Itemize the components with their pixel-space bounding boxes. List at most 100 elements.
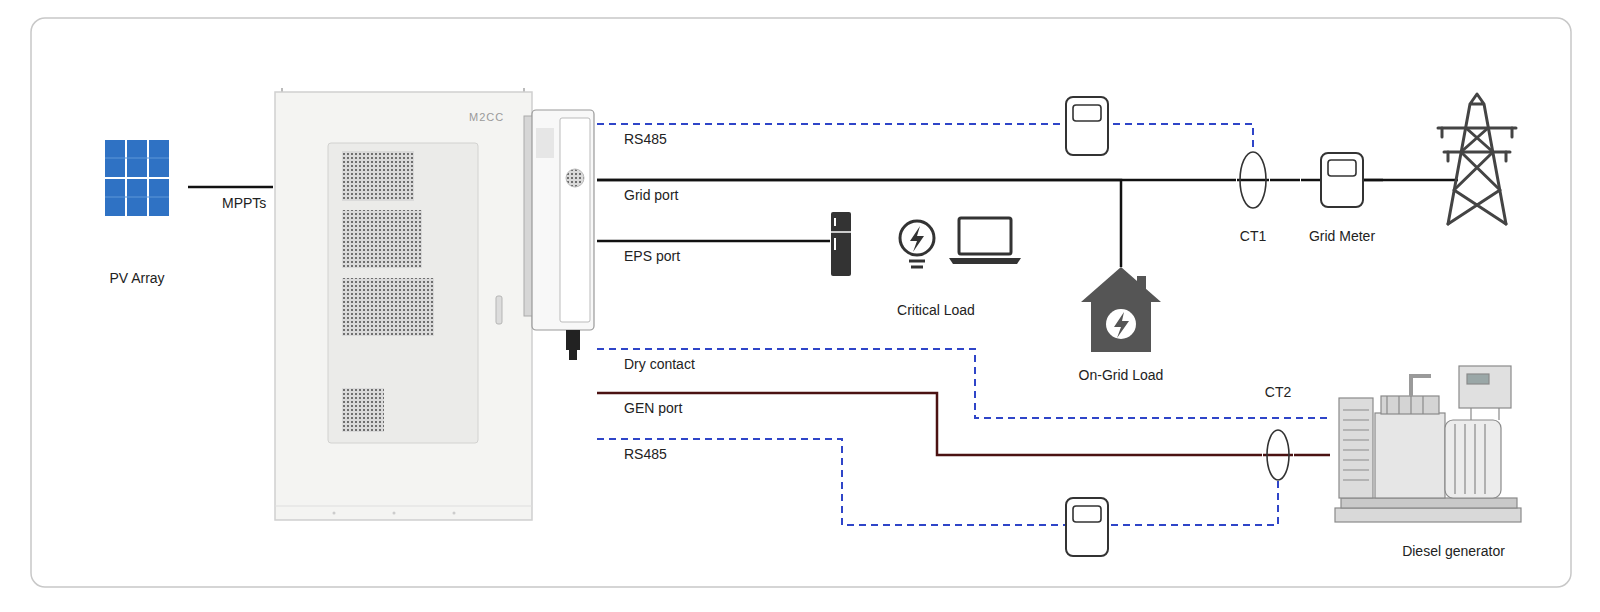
critical-load-icon [910, 226, 924, 252]
energy-storage-cabinet-icon [333, 512, 336, 515]
critical-load-icon [834, 238, 836, 250]
energy-meter [1066, 498, 1108, 556]
diesel-generator-icon [1459, 366, 1511, 408]
on-grid-load-icon [1106, 309, 1136, 339]
diesel-generator-icon [1381, 396, 1439, 414]
energy-storage-cabinet-icon [342, 388, 384, 432]
energy-storage-cabinet-icon [342, 151, 414, 201]
node-label: PV Array [86, 270, 188, 287]
node-label: CT1 [1236, 228, 1270, 245]
connector [597, 349, 1330, 418]
diesel-generator-icon [1467, 374, 1489, 384]
diesel-generator-icon [1331, 358, 1526, 543]
energy-meter [1066, 97, 1108, 155]
energy-storage-cabinet-icon [275, 506, 532, 507]
transmission-tower [1448, 94, 1506, 224]
energy-meter [1073, 506, 1101, 522]
port-label: Grid port [624, 187, 678, 204]
port-label: RS485 [624, 446, 667, 463]
node-label: Diesel generator [1330, 543, 1527, 560]
port-label: MPPTs [222, 195, 266, 212]
energy-storage-cabinet-icon [328, 143, 478, 443]
transmission-tower [1438, 94, 1516, 224]
port-label: GEN port [624, 400, 682, 417]
energy-storage-cabinet-icon [393, 512, 396, 515]
grid-meter: Grid Meter [1300, 152, 1384, 245]
pv-array-icon [105, 158, 169, 197]
energy-storage-cabinet-icon [566, 330, 580, 350]
diesel-generator: Diesel generator [1330, 358, 1527, 560]
brand-logo: M2CC [469, 109, 504, 126]
grid-meter-icon [1301, 152, 1383, 208]
energy-storage-cabinet-icon [274, 88, 596, 523]
energy-meter [1066, 97, 1108, 155]
on-grid-load-icon [1114, 312, 1129, 338]
energy-meter [1066, 498, 1108, 556]
energy-storage-cabinet-icon [536, 128, 554, 158]
critical-load-icon [900, 221, 934, 255]
connector [597, 439, 1278, 525]
critical-load-icon [831, 231, 851, 233]
current-transformer-icon [1237, 179, 1269, 182]
critical-load-icon [831, 212, 851, 276]
transmission-tower [1448, 128, 1506, 224]
critical-load-icon [831, 210, 1023, 302]
energy-storage-cabinet-icon [496, 296, 502, 324]
current-transformer-icon [1267, 430, 1289, 480]
energy-storage-cabinet-icon [566, 169, 584, 187]
pv-array-icon [87, 136, 187, 270]
energy-storage-cabinet-icon [342, 278, 434, 336]
diesel-generator-icon [1411, 376, 1431, 396]
energy-storage-cabinet-icon [569, 350, 577, 360]
critical-load-icon [911, 266, 923, 269]
current-transformer: CT1 [1236, 150, 1270, 245]
diesel-generator-icon [1375, 413, 1445, 498]
critical-load-icon [959, 218, 1011, 254]
port-label: EPS port [624, 248, 680, 265]
node-label: CT2 [1262, 384, 1294, 401]
transmission-tower [1442, 128, 1512, 161]
diesel-generator-icon [1445, 420, 1501, 498]
energy-storage-cabinet-icon [560, 118, 590, 322]
energy-storage-cabinet-icon [275, 92, 532, 520]
connector [597, 240, 830, 243]
diesel-generator-icon [1339, 398, 1373, 498]
port-label: RS485 [624, 131, 667, 148]
grid-meter-icon [1321, 153, 1363, 207]
node-label: Critical Load [830, 302, 1024, 319]
critical-load-icon [909, 260, 925, 263]
critical-load-icon [949, 258, 1021, 264]
energy-storage-cabinet-icon [532, 110, 594, 330]
on-grid-load-icon [1061, 262, 1181, 358]
diesel-generator-icon [1341, 498, 1517, 508]
on-grid-load-icon [1137, 276, 1146, 294]
on-grid-load-icon [1081, 267, 1161, 352]
current-transformer-icon [1240, 152, 1266, 208]
critical-load: Critical Load [830, 210, 1024, 319]
diesel-generator-icon [1471, 408, 1499, 420]
node-label: On-Grid Load [1060, 367, 1182, 384]
connector [597, 124, 1253, 152]
connector [597, 180, 1121, 267]
node-label: Grid Meter [1300, 228, 1384, 245]
current-transformer-icon [1237, 150, 1269, 210]
diesel-generator-icon [1387, 396, 1423, 414]
energy-meter [1073, 105, 1101, 121]
pv-array: PV Array [86, 136, 188, 287]
port-label: Dry contact [624, 356, 695, 373]
energy-storage-cabinet: M2CC [273, 88, 597, 523]
diagram-frame [31, 18, 1571, 587]
transmission-tower [1438, 128, 1516, 152]
diesel-generator-icon [1335, 508, 1521, 522]
critical-load-icon [834, 218, 836, 226]
current-transformer-icon [1263, 428, 1293, 482]
connector [1270, 179, 1300, 182]
diesel-generator-icon [1335, 366, 1521, 522]
connector [188, 186, 273, 189]
diesel-generator-icon [1343, 410, 1369, 480]
connector [1294, 454, 1330, 457]
grid-meter-icon [1328, 160, 1356, 176]
energy-storage-cabinet-icon [342, 210, 422, 268]
